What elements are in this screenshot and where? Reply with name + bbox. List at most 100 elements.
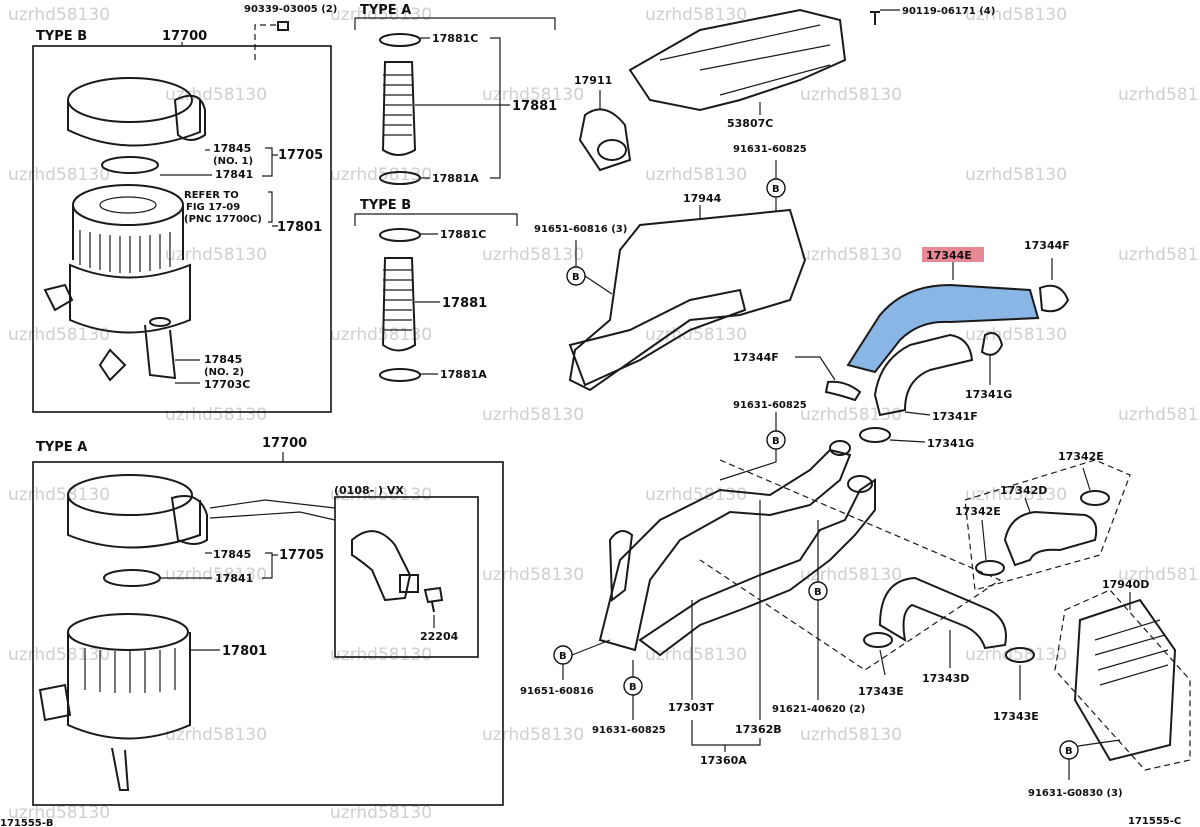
watermark: uzrhd58130	[800, 725, 902, 745]
part-17944: 17944	[683, 192, 722, 205]
watermark: uzrhd58130	[800, 565, 902, 585]
lid-a-body	[67, 495, 201, 549]
air-cleaner-type-a-group: TYPE A 17700 17845 17841 17705 17801 (01…	[32, 436, 504, 806]
part-17362b: 17362B	[735, 723, 782, 736]
type-a-frame	[32, 461, 504, 806]
clamp-17344f-mid	[824, 380, 862, 402]
filter-pleats	[79, 230, 171, 273]
callout-b-label: B	[572, 272, 580, 283]
callout-b-label: B	[772, 436, 780, 447]
part-17344e: 17344E	[926, 249, 972, 262]
type-a-mid-bracket	[354, 17, 556, 30]
watermark: uzrhd58130	[482, 405, 584, 425]
part-17703c: 17703C	[204, 378, 250, 391]
case-outlet	[144, 324, 177, 380]
watermark: uzrhd58130	[800, 245, 902, 265]
vx-elbow	[351, 530, 412, 602]
case-a-body	[67, 632, 191, 740]
part-17881a-a: 17881A	[432, 172, 479, 185]
part-17344f-mid: 17344F	[733, 351, 779, 364]
watermark: uzrhd58130	[8, 5, 110, 25]
part-17303t: 17303T	[668, 701, 714, 714]
pipe-branch	[608, 530, 634, 602]
pipe-end-1	[829, 440, 851, 456]
vx-clip	[399, 574, 419, 593]
clamp-17341g-top	[980, 332, 1004, 356]
filter-element-sides	[72, 205, 184, 260]
pipe-17360a-group: 91631-60825 B B B 91651-60816 B 91631-60…	[520, 400, 1002, 767]
clamp-17343e-left	[863, 632, 893, 648]
watermark: uzrhd58130	[165, 245, 267, 265]
watermark: uzrhd58130	[482, 565, 584, 585]
callout-b-label: B	[814, 587, 822, 598]
part-17341g-top: 17341G	[965, 388, 1012, 401]
no2-note: (NO. 2)	[204, 367, 244, 378]
part-17341f: 17341F	[932, 410, 978, 423]
pipe-17362b	[638, 478, 876, 657]
watermark: uzrhd58130	[482, 85, 584, 105]
part-17940d: 17940D	[1102, 578, 1149, 591]
highlight-17344e	[922, 247, 984, 262]
case-a-drain	[111, 747, 130, 791]
part-17343e-left: 17343E	[858, 685, 904, 698]
clamp-17342e-top	[1080, 490, 1110, 506]
part-17881-b: 17881	[442, 296, 487, 311]
callout-b-label: B	[559, 651, 567, 662]
clamp-17881a-b	[379, 368, 421, 382]
resonator-boundary	[1054, 589, 1191, 771]
clamp-17881c-a	[379, 33, 421, 47]
watermark: uzrhd58130	[482, 245, 584, 265]
pipe-end-2	[847, 475, 873, 493]
fig-ref-note: FIG 17-09	[186, 202, 240, 213]
watermark: uzrhd58130	[8, 165, 110, 185]
pipe-17303t	[598, 448, 852, 652]
clamp-17341g-mid	[859, 427, 891, 443]
type-b-mid-bracket	[354, 213, 518, 226]
watermark: uzrhd58130	[965, 325, 1067, 345]
hose-17344e	[846, 283, 1040, 374]
intake-snout	[173, 94, 206, 141]
part-17343e-right: 17343E	[993, 710, 1039, 723]
watermark: uzrhd58130	[965, 165, 1067, 185]
part-17342d: 17342D	[1000, 484, 1047, 497]
pipe-dashed-boundary	[699, 459, 1002, 671]
watermark: uzrhd58130	[800, 405, 902, 425]
watermark: uzrhd58130	[330, 485, 432, 505]
part-17342e-mid: 17342E	[955, 505, 1001, 518]
air-cleaner-lid-body	[67, 100, 201, 147]
air-cleaner-type-b-group: TYPE B 17700 17845 (NO. 1) 17841 17705 R…	[32, 4, 337, 413]
hose-17342d	[1003, 510, 1098, 567]
case-a-pleats	[84, 648, 176, 693]
watermarks: uzrhd58130 uzrhd58130 uzrhd58130 uzrhd58…	[8, 5, 1200, 823]
watermark: uzrhd58130	[165, 565, 267, 585]
clamp-17881c-b	[379, 228, 421, 242]
vx-inset-frame	[334, 496, 479, 658]
filter-element-hole	[99, 196, 157, 214]
clamp-17344f-top	[1038, 284, 1070, 313]
part-17841-a: 17841	[215, 572, 253, 585]
filter-element-top	[72, 184, 184, 226]
pnc-note: (PNC 17700C)	[184, 214, 262, 225]
part-17343d: 17343D	[922, 672, 969, 685]
top-duct-group: 90119-06171 (4) 53807C 17911	[574, 6, 995, 172]
bracket	[98, 348, 127, 382]
part-17841-b: 17841	[215, 168, 253, 181]
part-17342e-top: 17342E	[1058, 450, 1104, 463]
hose-17881-b	[381, 257, 417, 352]
watermark: uzrhd58130	[645, 5, 747, 25]
clamp-17342e-mid	[975, 560, 1005, 576]
part-91651-60816-3: 91651-60816 (3)	[534, 224, 627, 235]
snout-a	[170, 495, 208, 545]
watermark: uzrhd58130	[1118, 245, 1200, 265]
callout-b-label: B	[629, 682, 637, 693]
part-17911-port	[597, 139, 627, 161]
part-91631-60825-mid: 91631-60825	[733, 400, 807, 411]
type-b-label: TYPE B	[36, 29, 87, 44]
part-17881c-a: 17881C	[432, 32, 478, 45]
part-53807c: 53807C	[727, 117, 773, 130]
watermark: uzrhd58130	[645, 165, 747, 185]
part-17700-a: 17700	[262, 436, 307, 451]
bolt-90339	[277, 21, 289, 31]
case-a-top	[67, 613, 189, 651]
hose-17341f	[873, 333, 974, 417]
